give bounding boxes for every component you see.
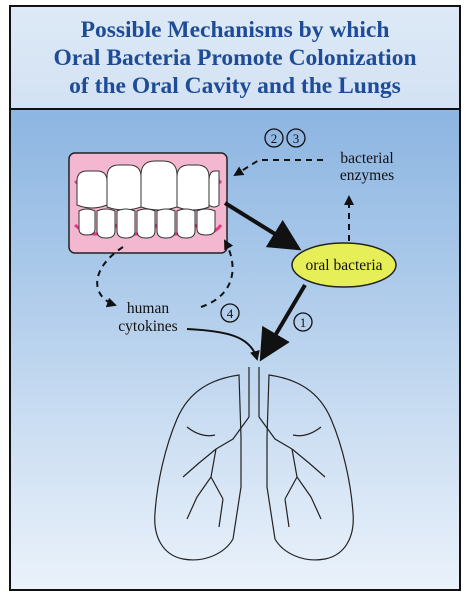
svg-text:3: 3 <box>293 131 300 146</box>
teeth-to-cytokines-arrow <box>97 247 123 305</box>
bacterial-enzymes-label-line2: enzymes <box>340 167 394 184</box>
svg-text:2: 2 <box>271 131 278 146</box>
marker-4: 4 <box>221 304 239 322</box>
bacterial-enzymes-label-line1: bacterial <box>340 150 393 167</box>
svg-text:1: 1 <box>300 315 307 330</box>
lungs-illustration <box>155 367 354 560</box>
human-cytokines-label-line2: cytokines <box>118 318 177 335</box>
teeth-to-bacteria-arrow <box>225 203 296 247</box>
marker-1: 1 <box>294 313 312 331</box>
marker-3: 3 <box>287 129 305 147</box>
bacteria-to-lungs-arrow <box>263 285 305 356</box>
oral-bacteria-label: oral bacteria <box>305 257 382 274</box>
svg-text:4: 4 <box>227 306 234 321</box>
figure-frame: Possible Mechanisms by which Oral Bacter… <box>9 5 461 591</box>
teeth-illustration <box>69 153 227 253</box>
cytokines-to-lungs-arrow <box>187 329 257 359</box>
marker-2: 2 <box>265 129 283 147</box>
enzymes-to-teeth-arrow <box>235 160 323 175</box>
mechanism-diagram: oral bacteria bacterial enzymes human cy… <box>11 7 461 591</box>
human-cytokines-label-line1: human <box>127 300 169 317</box>
